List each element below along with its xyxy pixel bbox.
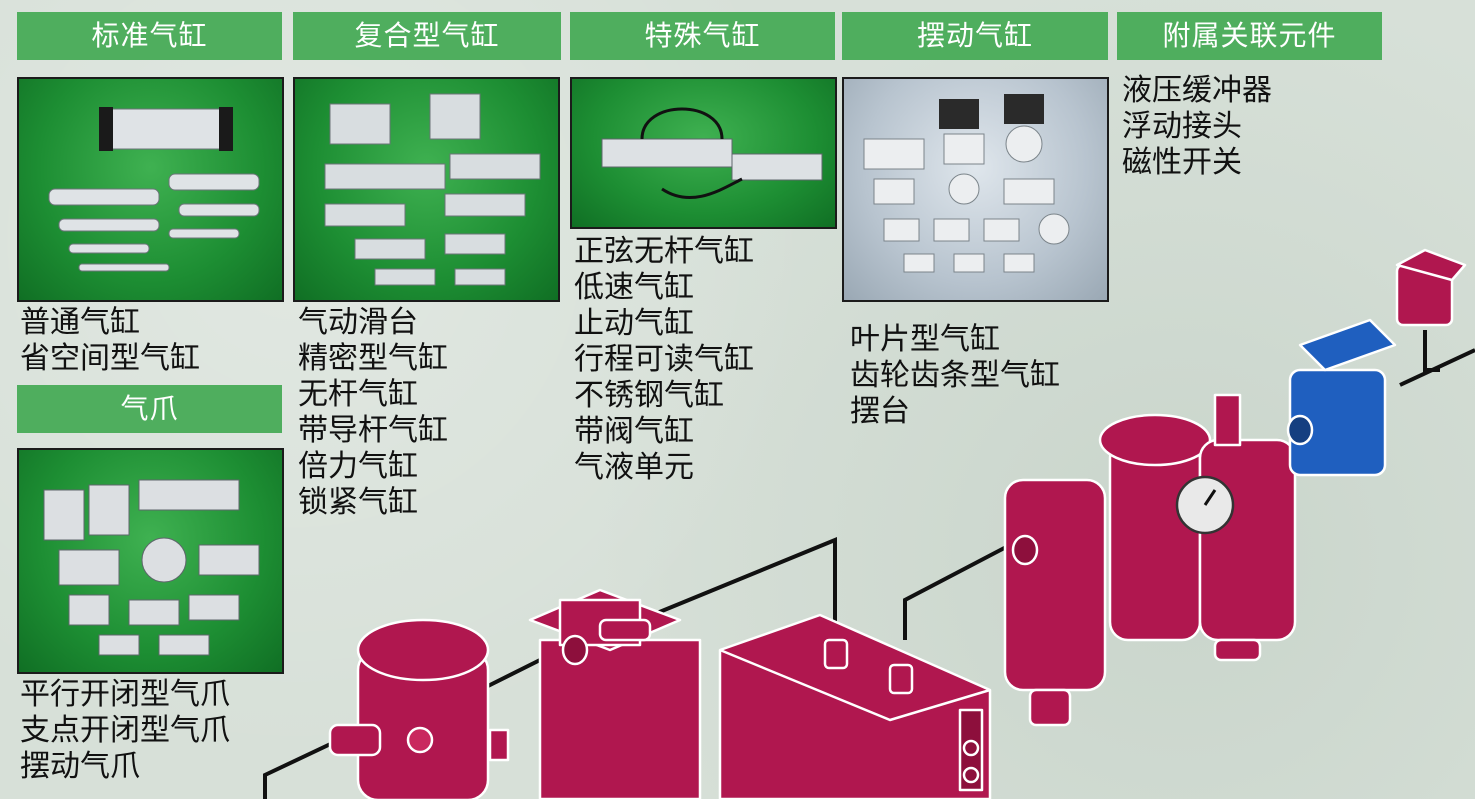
list-item[interactable]: 带导杆气缸 <box>298 413 448 448</box>
list-item[interactable]: 普通气缸 <box>20 305 140 340</box>
slide-table-products-photo <box>293 77 560 302</box>
list-item[interactable]: 不锈钢气缸 <box>574 378 724 413</box>
list-item[interactable]: 带阀气缸 <box>574 414 694 449</box>
list-item[interactable]: 行程可读气缸 <box>574 342 754 377</box>
list-gripper: 平行开闭型气爪 支点开闭型气爪 摆动气爪 <box>20 677 230 785</box>
list-special-cylinder: 正弦无杆气缸 低速气缸 止动气缸 行程可读气缸 不锈钢气缸 带阀气缸 气液单元 <box>574 234 754 486</box>
air-dryer-icon <box>718 613 992 799</box>
list-standard-cylinder: 普通气缸 省空间型气缸 <box>20 305 200 377</box>
header-standard-cylinder[interactable]: 标准气缸 <box>17 12 282 60</box>
pressure-switch-icon <box>1395 248 1467 327</box>
list-item[interactable]: 精密型气缸 <box>298 341 448 376</box>
gripper-products-photo <box>17 448 284 674</box>
list-item[interactable]: 倍力气缸 <box>298 449 418 484</box>
solenoid-valve-icon <box>1286 318 1397 477</box>
list-item[interactable]: 支点开闭型气爪 <box>20 713 230 748</box>
list-item[interactable]: 摆台 <box>850 394 910 429</box>
list-item[interactable]: 摆动气爪 <box>20 749 140 784</box>
header-accessories[interactable]: 附属关联元件 <box>1117 12 1382 60</box>
list-item[interactable]: 叶片型气缸 <box>850 322 1000 357</box>
list-item[interactable]: 锁紧气缸 <box>298 485 418 520</box>
header-special-cylinder[interactable]: 特殊气缸 <box>570 12 835 60</box>
list-item[interactable]: 液压缓冲器 <box>1122 73 1272 108</box>
header-compound-cylinder[interactable]: 复合型气缸 <box>293 12 561 60</box>
list-item[interactable]: 正弦无杆气缸 <box>574 234 754 269</box>
list-item[interactable]: 气动滑台 <box>298 305 418 340</box>
header-rotary-cylinder[interactable]: 摆动气缸 <box>842 12 1108 60</box>
list-rotary-cylinder: 叶片型气缸 齿轮齿条型气缸 摆台 <box>850 322 1060 430</box>
list-item[interactable]: 浮动接头 <box>1122 109 1242 144</box>
list-compound-cylinder: 气动滑台 精密型气缸 无杆气缸 带导杆气缸 倍力气缸 锁紧气缸 <box>298 305 448 521</box>
list-item[interactable]: 无杆气缸 <box>298 377 418 412</box>
rotary-actuator-products-photo <box>842 77 1109 302</box>
list-item[interactable]: 低速气缸 <box>574 270 694 305</box>
list-item[interactable]: 止动气缸 <box>574 306 694 341</box>
frl-unit-icon <box>1003 393 1297 727</box>
cylinder-products-photo <box>17 77 284 302</box>
list-item[interactable]: 齿轮齿条型气缸 <box>850 358 1060 393</box>
rodless-cylinder-products-photo <box>570 77 837 229</box>
header-gripper[interactable]: 气爪 <box>17 385 282 433</box>
air-filter-icon <box>528 588 702 799</box>
list-item[interactable]: 省空间型气缸 <box>20 341 200 376</box>
list-item[interactable]: 平行开闭型气爪 <box>20 677 230 712</box>
list-item[interactable]: 气液单元 <box>574 450 694 485</box>
list-accessories: 液压缓冲器 浮动接头 磁性开关 <box>1122 73 1272 181</box>
air-tank-icon <box>328 618 510 799</box>
list-item[interactable]: 磁性开关 <box>1122 145 1242 180</box>
